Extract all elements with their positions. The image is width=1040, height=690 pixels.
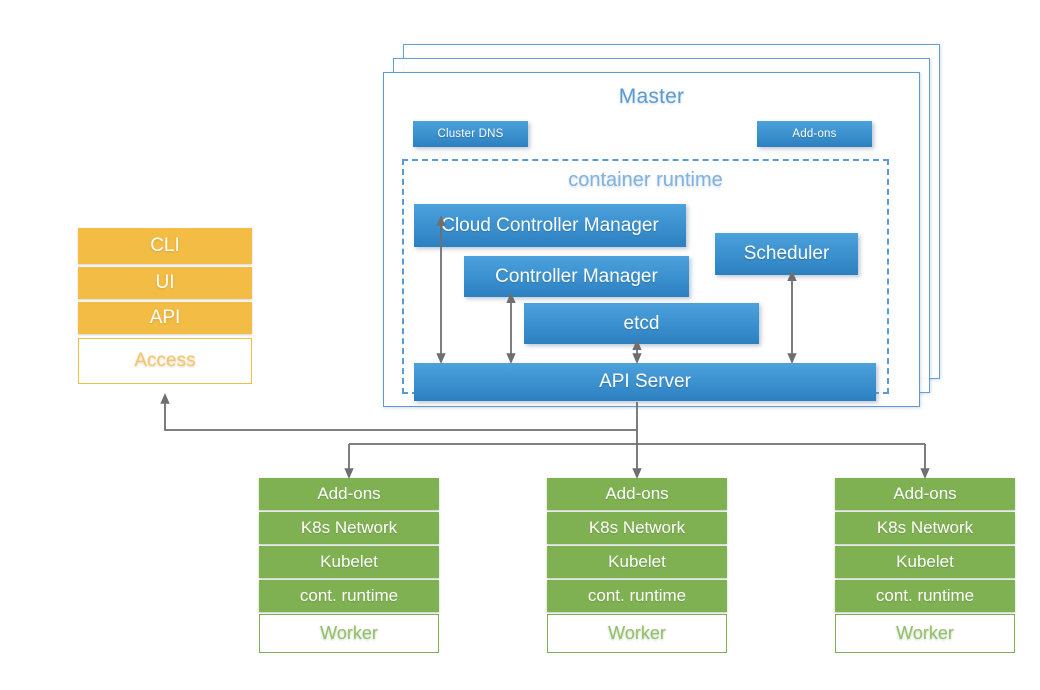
worker-3-cell-addons-label: Add-ons	[893, 484, 957, 503]
access-cell-ui-label: UI	[155, 272, 175, 293]
worker-1-cell-worker-label: Worker	[320, 623, 378, 643]
cloud-controller-manager-label: Cloud Controller Manager	[441, 214, 659, 236]
worker-2-cell-kubelet[interactable]: Kubelet	[547, 546, 727, 578]
worker-1-cell-k8s-network[interactable]: K8s Network	[259, 512, 439, 544]
worker-3-cell-k8s-network-label: K8s Network	[876, 518, 974, 537]
container-runtime-title: container runtime	[568, 169, 723, 191]
worker-2-cell-cont-runtime-label: cont. runtime	[587, 586, 687, 605]
worker-3-cell-worker[interactable]: Worker	[835, 614, 1015, 653]
access-cell-api-label: API	[149, 307, 181, 328]
worker-node-3[interactable]: Add-ons K8s Network Kubelet cont. runtim…	[835, 478, 1015, 653]
worker-3-cell-cont-runtime[interactable]: cont. runtime	[835, 580, 1015, 612]
access-cell-cli-label: CLI	[150, 235, 180, 256]
worker-node-2[interactable]: Add-ons K8s Network Kubelet cont. runtim…	[547, 478, 727, 653]
worker-2-cell-k8s-network-label: K8s Network	[588, 518, 686, 537]
master-addons-box[interactable]: Add-ons	[757, 121, 872, 147]
worker-3-cell-kubelet[interactable]: Kubelet	[835, 546, 1015, 578]
access-cell-access[interactable]: Access	[78, 338, 252, 384]
master-addons-label: Add-ons	[792, 128, 837, 140]
access-cell-cli[interactable]: CLI	[78, 228, 252, 264]
controller-manager-box[interactable]: Controller Manager	[464, 256, 689, 297]
cluster-dns-box[interactable]: Cluster DNS	[413, 121, 528, 147]
worker-3-cell-addons[interactable]: Add-ons	[835, 478, 1015, 510]
worker-3-cell-kubelet-label: Kubelet	[896, 552, 954, 571]
api-server-box[interactable]: API Server	[414, 363, 876, 401]
worker-1-cell-cont-runtime-label: cont. runtime	[299, 586, 399, 605]
worker-1-cell-kubelet[interactable]: Kubelet	[259, 546, 439, 578]
api-server-label: API Server	[599, 371, 691, 392]
etcd-label: etcd	[623, 312, 660, 334]
access-cell-ui[interactable]: UI	[78, 267, 252, 299]
worker-2-cell-cont-runtime[interactable]: cont. runtime	[547, 580, 727, 612]
controller-manager-label: Controller Manager	[495, 265, 658, 287]
access-cell-api[interactable]: API	[78, 302, 252, 334]
access-cell-access-label: Access	[134, 350, 196, 371]
worker-2-cell-addons[interactable]: Add-ons	[547, 478, 727, 510]
worker-1-cell-worker[interactable]: Worker	[259, 614, 439, 653]
worker-3-cell-cont-runtime-label: cont. runtime	[875, 586, 975, 605]
worker-2-cell-worker[interactable]: Worker	[547, 614, 727, 653]
worker-1-cell-addons-label: Add-ons	[317, 484, 381, 503]
worker-3-cell-worker-label: Worker	[896, 623, 954, 643]
worker-1-cell-addons[interactable]: Add-ons	[259, 478, 439, 510]
scheduler-box[interactable]: Scheduler	[715, 233, 858, 275]
worker-1-cell-cont-runtime[interactable]: cont. runtime	[259, 580, 439, 612]
worker-node-1[interactable]: Add-ons K8s Network Kubelet cont. runtim…	[259, 478, 439, 653]
worker-1-cell-kubelet-label: Kubelet	[320, 552, 378, 571]
master-title: Master	[618, 85, 685, 108]
scheduler-label: Scheduler	[743, 243, 830, 264]
master-panel[interactable]: Master Cluster DNS Add-ons container run…	[383, 72, 920, 407]
worker-2-cell-addons-label: Add-ons	[605, 484, 669, 503]
access-stack[interactable]: CLI UI API Access	[78, 228, 252, 394]
worker-2-cell-kubelet-label: Kubelet	[608, 552, 666, 571]
worker-2-cell-k8s-network[interactable]: K8s Network	[547, 512, 727, 544]
worker-3-cell-k8s-network[interactable]: K8s Network	[835, 512, 1015, 544]
cloud-controller-manager-box[interactable]: Cloud Controller Manager	[414, 204, 686, 247]
etcd-box[interactable]: etcd	[524, 303, 759, 344]
worker-1-cell-k8s-network-label: K8s Network	[300, 518, 398, 537]
cluster-dns-label: Cluster DNS	[437, 128, 504, 140]
worker-2-cell-worker-label: Worker	[608, 623, 666, 643]
